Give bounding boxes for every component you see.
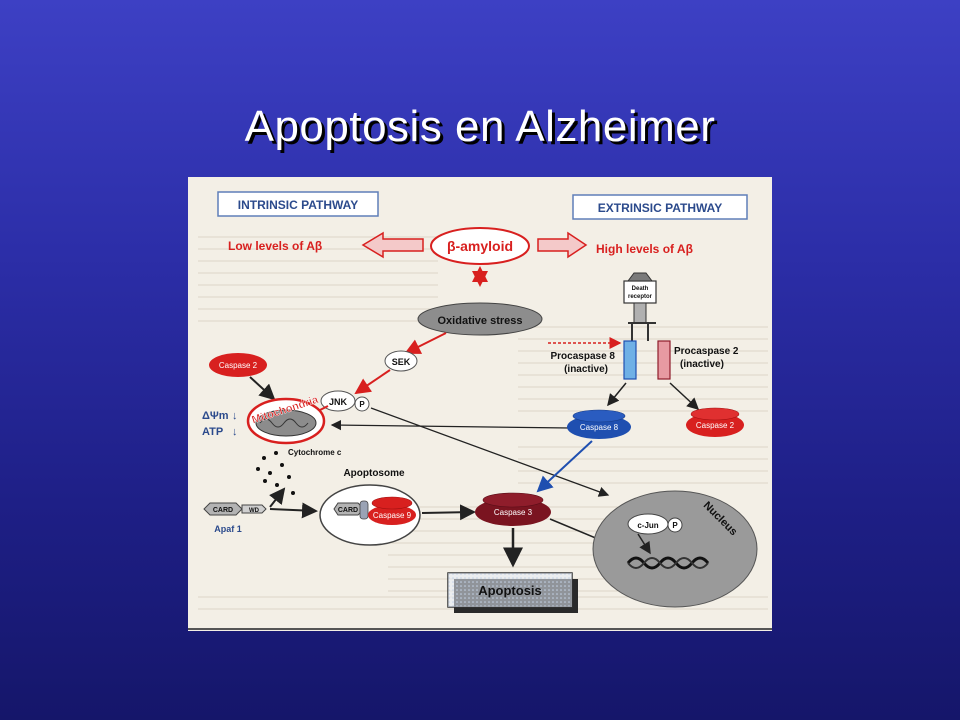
delta-psi-label: ΔΨm <box>202 410 229 422</box>
apaf1-card-label: CARD <box>213 507 233 514</box>
caspase2-left-oval <box>209 353 267 377</box>
slide-title: Apoptosis en Alzheimer <box>244 102 716 151</box>
death-receptor-label-2: receptor <box>628 294 653 300</box>
apaf1-wd <box>241 504 267 514</box>
sek-oval <box>384 350 418 372</box>
jnk-oval <box>320 390 356 412</box>
high-levels-label: High levels of Aβ <box>596 242 693 256</box>
caspase8-label: Caspase 8 <box>580 423 619 432</box>
jnk-to-nucleus-arrow <box>370 407 610 497</box>
procaspase2-label-2: (inactive) <box>680 359 724 370</box>
death-receptor-stem <box>633 302 647 324</box>
caspase2-to-mito-arrow <box>249 376 276 401</box>
atp-label: ATP <box>202 426 223 438</box>
caspase2-left-label: Caspase 2 <box>219 361 258 370</box>
oxidative-stress-oval <box>417 302 543 336</box>
c-jun-label: c-Jun <box>637 521 658 530</box>
low-levels-label: Low levels of Aβ <box>228 239 322 253</box>
beta-amyloid-oval <box>430 227 530 265</box>
intrinsic-pathway-box <box>217 191 379 217</box>
delta-psi-down-arrow: ↓ <box>232 410 238 422</box>
c-jun-phospho-label: P <box>672 521 678 530</box>
apaf1-wd-label: WD <box>249 508 260 514</box>
beta-amyloid-label: β-amyloid <box>447 238 513 254</box>
intrinsic-pathway-label: INTRINSIC PATHWAY <box>238 198 358 212</box>
apaf1-label: Apaf 1 <box>214 524 242 534</box>
apaf1-card <box>203 502 243 516</box>
jnk-phospho-circle <box>354 396 370 412</box>
dna-strand-1 <box>626 556 710 570</box>
oxidative-stress-label: Oxidative stress <box>438 315 523 327</box>
cytochrome-c-label: Cytochrome c <box>288 448 342 457</box>
jnk-label: JNK <box>329 397 348 407</box>
apoptosome-label: Apoptosome <box>343 468 405 479</box>
c-jun-phospho-circle <box>667 517 683 533</box>
cytochrome-release-arrow <box>269 487 286 508</box>
caspase2-right-label: Caspase 2 <box>696 421 735 430</box>
high-levels-arrow <box>537 231 588 259</box>
sek-to-jnk-arrow <box>354 369 391 395</box>
mitochondria-inner <box>255 409 317 437</box>
cytochrome-c-dots <box>256 451 295 495</box>
caspase9-label: Caspase 9 <box>373 511 412 520</box>
caspase8-to-mito-arrow <box>330 419 571 431</box>
caspase9-oval <box>368 505 416 525</box>
apoptosome-card-label: CARD <box>338 507 358 514</box>
sek-label: SEK <box>392 357 411 367</box>
procaspase8-label-2: (inactive) <box>564 364 608 375</box>
procaspase2-bar <box>657 340 671 380</box>
caspase3-label: Caspase 3 <box>494 508 533 517</box>
procaspase2-to-caspase2-arrow <box>669 382 700 411</box>
jnk-phospho-label: P <box>359 400 365 409</box>
apoptosis-label: Apoptosis <box>478 583 542 598</box>
atp-down-arrow: ↓ <box>232 426 238 438</box>
procaspase8-to-caspase8-arrow <box>607 382 627 407</box>
c-jun-to-dna-arrow <box>637 533 651 555</box>
death-receptor-label-1: Death <box>632 286 649 292</box>
extrinsic-pathway-box <box>572 194 748 220</box>
apoptosome-to-caspase3-arrow <box>421 504 476 521</box>
apaf1-to-apoptosome-arrow <box>269 502 318 519</box>
dna-strand-2 <box>627 557 709 569</box>
procaspase8-label-1: Procaspase 8 <box>551 351 616 362</box>
apoptosis-pathway-figure: INTRINSIC PATHWAY EXTRINSIC PATHWAY β-am… <box>188 177 772 631</box>
oxidative-to-sek-arrow <box>404 332 447 354</box>
apoptosome-card <box>333 502 365 516</box>
caspase8-to-caspase3-arrow <box>536 440 593 493</box>
procaspase8-bar <box>623 340 637 380</box>
low-levels-arrow <box>361 231 424 259</box>
extrinsic-pathway-label: EXTRINSIC PATHWAY <box>598 201 722 215</box>
nucleus-oval <box>592 490 758 608</box>
procaspase2-label-1: Procaspase 2 <box>674 346 739 357</box>
